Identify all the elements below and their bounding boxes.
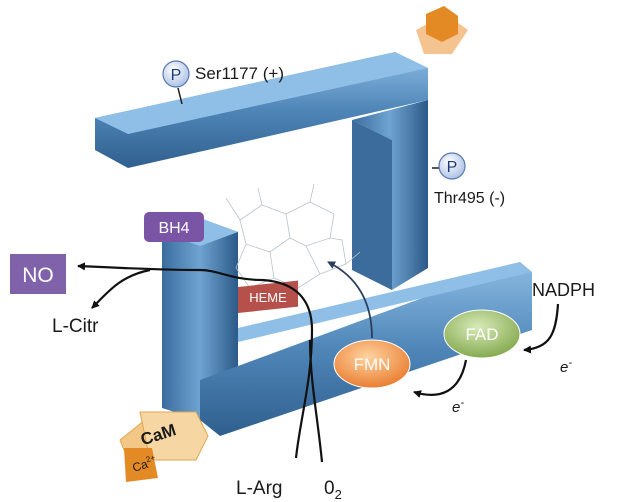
fad-label: FAD xyxy=(465,325,498,344)
heme-structure-sketch xyxy=(225,183,361,289)
bh4-label: BH4 xyxy=(158,220,189,237)
calmodulin-icon: CaM Ca2+ xyxy=(119,411,209,482)
reaction-arrows xyxy=(77,262,560,463)
nadph-label: NADPH xyxy=(532,280,595,300)
citrulline-label: L-Citr xyxy=(52,316,99,337)
phospho-symbol: P xyxy=(171,67,182,84)
phospho-thr495: P Thr495 (-) xyxy=(432,152,505,207)
no-box: NO xyxy=(10,254,66,294)
bh4-box: BH4 xyxy=(144,212,204,242)
ca-label: Ca2+ xyxy=(130,453,158,475)
electron-label-fad: e- xyxy=(452,397,464,416)
fmn-to-heme-arrow xyxy=(327,261,373,339)
fad-domain: FAD xyxy=(443,309,521,359)
oxygen-label: 02 xyxy=(324,478,342,502)
phospho-symbol: P xyxy=(447,159,458,176)
enzyme-ribbon xyxy=(95,52,532,436)
phospho-ser1177: P Ser1177 (+) xyxy=(162,60,284,105)
fmn-label: FMN xyxy=(354,355,391,374)
ser1177-label: Ser1177 (+) xyxy=(195,64,284,83)
electron-label-nadph: e- xyxy=(560,357,572,376)
heme-label: HEME xyxy=(249,290,287,305)
hexagon-ligand-icon xyxy=(416,6,468,54)
arginine-label: L-Arg xyxy=(236,478,282,499)
fmn-domain: FMN xyxy=(333,339,411,389)
no-label: NO xyxy=(22,264,54,287)
thr495-label: Thr495 (-) xyxy=(434,190,505,207)
heme-box: HEME xyxy=(238,280,298,313)
